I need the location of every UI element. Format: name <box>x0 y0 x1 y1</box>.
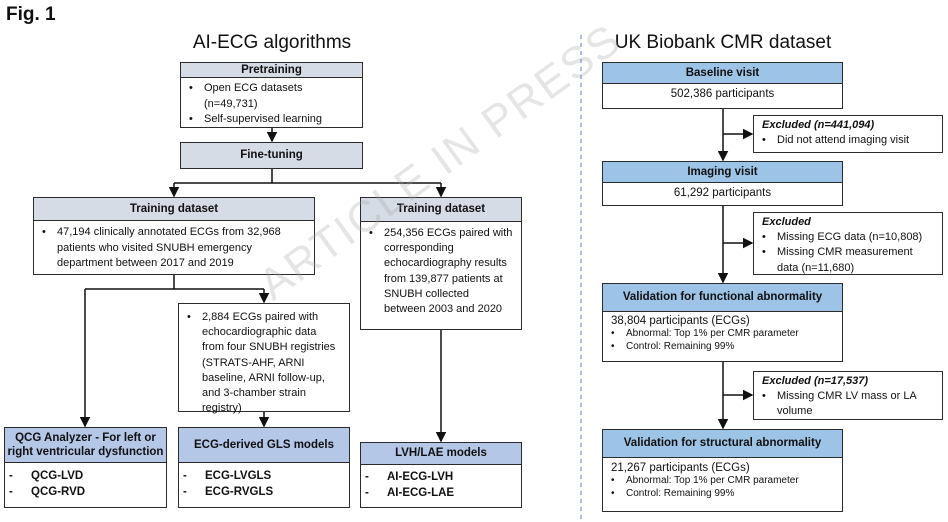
excluded-box-3: Excluded (n=17,537) Missing CMR LV mass … <box>753 371 943 420</box>
list-item: 47,194 clinically annotated ECGs from 32… <box>42 225 306 271</box>
model-name: ECG-LVGLS <box>183 469 345 485</box>
training-dataset-left-box: Training dataset 47,194 clinically annot… <box>33 197 315 275</box>
participant-count: 21,267 participants (ECGs) <box>611 462 750 474</box>
list-item: 254,356 ECGs paired with corresponding e… <box>369 226 513 317</box>
box-header: Fine-tuning <box>181 143 362 168</box>
figure-label: Fig. 1 <box>6 4 56 25</box>
excluded-title: Excluded (n=17,537) <box>762 375 869 387</box>
training-dataset-right-box: Training dataset 254,356 ECGs paired wit… <box>360 197 522 330</box>
list-item: Self-supervised learning <box>189 112 354 127</box>
list-item: Abnormal: Top 1% per CMR parameter <box>611 475 834 488</box>
participant-count: 502,386 participants <box>670 88 775 100</box>
box-header: Imaging visit <box>603 162 842 183</box>
model-name: AI-ECG-LVH <box>365 470 517 486</box>
list-item: Missing CMR measurement data (n=11,680) <box>762 245 934 275</box>
list-item: Missing CMR LV mass or LA volume <box>762 389 934 419</box>
model-name: ECG-RVGLS <box>183 485 345 501</box>
list-item: Did not attend imaging visit <box>762 133 934 148</box>
box-header: ECG-derived GLS models <box>179 428 349 464</box>
box-header: LVH/LAE models <box>361 443 521 466</box>
qcg-analyzer-box: QCG Analyzer - For left or right ventric… <box>4 427 167 508</box>
pretraining-box: Pretraining Open ECG datasets (n=49,731)… <box>180 62 363 128</box>
list-item: Missing ECG data (n=10,808) <box>762 230 934 245</box>
gls-data-box: 2,884 ECGs paired with echocardiographic… <box>178 303 350 414</box>
excluded-title: Excluded <box>762 216 811 228</box>
left-section-title: AI-ECG algorithms <box>192 32 352 53</box>
list-item: Control: Remaining 99% <box>611 488 834 501</box>
structural-validation-box: Validation for structural abnormality 21… <box>602 429 843 512</box>
lvh-lae-models-box: LVH/LAE models AI-ECG-LVHAI-ECG-LAE <box>360 442 522 508</box>
finetuning-box: Fine-tuning <box>180 142 363 169</box>
box-header: Training dataset <box>34 198 314 222</box>
excluded-title: Excluded (n=441,094) <box>762 119 875 131</box>
baseline-visit-box: Baseline visit 502,386 participants <box>602 62 843 109</box>
box-header: Baseline visit <box>603 63 842 84</box>
excluded-box-2: Excluded Missing ECG data (n=10,808)Miss… <box>753 212 943 275</box>
gls-models-box: ECG-derived GLS models ECG-LVGLSECG-RVGL… <box>178 427 350 508</box>
participant-count: 61,292 participants <box>673 187 772 199</box>
functional-validation-box: Validation for functional abnormality 38… <box>602 283 843 362</box>
box-header: Pretraining <box>181 63 362 79</box>
imaging-visit-box: Imaging visit 61,292 participants <box>602 161 843 206</box>
participant-count: 38,804 participants (ECGs) <box>611 315 750 327</box>
list-item: Open ECG datasets (n=49,731) <box>189 81 354 111</box>
box-header: Validation for functional abnormality <box>603 284 842 312</box>
model-name: AI-ECG-LAE <box>365 486 517 502</box>
model-name: QCG-LVD <box>9 469 162 485</box>
list-item: Control: Remaining 99% <box>611 341 834 354</box>
model-name: QCG-RVD <box>9 485 162 501</box>
list-item: 2,884 ECGs paired with echocardiographic… <box>187 310 341 416</box>
list-item: Abnormal: Top 1% per CMR parameter <box>611 328 834 341</box>
box-header: Validation for structural abnormality <box>603 430 842 458</box>
excluded-box-1: Excluded (n=441,094) Did not attend imag… <box>753 115 943 153</box>
right-section-title: UK Biobank CMR dataset <box>614 32 832 53</box>
box-header: Training dataset <box>361 198 521 222</box>
box-header: QCG Analyzer - For left or right ventric… <box>5 428 166 464</box>
